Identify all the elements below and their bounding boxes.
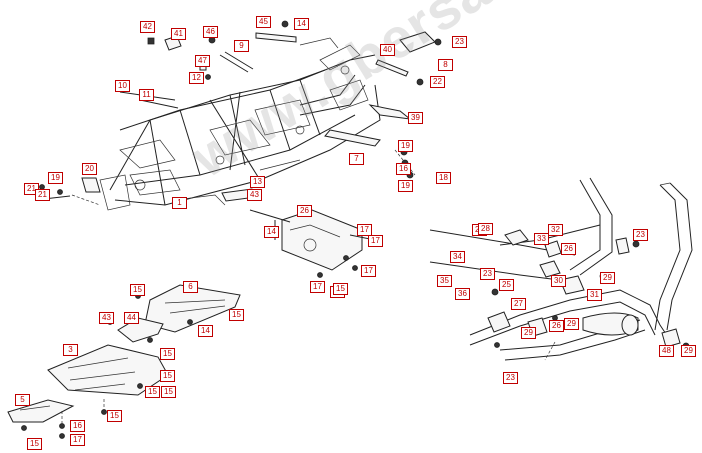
part-callout[interactable]: 17 [361,265,376,277]
part-callout[interactable]: 23 [633,229,648,241]
part-callout[interactable]: 21 [35,189,50,201]
part-callout[interactable]: 44 [124,312,139,324]
part-callout[interactable]: 42 [140,21,155,33]
part-callout[interactable]: 33 [534,233,549,245]
part-callout[interactable]: 36 [455,288,470,300]
engine-bracket [249,209,376,278]
part-callout[interactable]: 40 [380,44,395,56]
part-callout[interactable]: 46 [203,26,218,38]
part-callout[interactable]: 14 [264,226,279,238]
part-callout[interactable]: 15 [333,283,348,295]
part-callout[interactable]: 19 [48,172,63,184]
part-callout[interactable]: 28 [478,223,493,235]
part-callout[interactable]: 8 [438,59,453,71]
part-callout[interactable]: 15 [130,284,145,296]
part-callout[interactable]: 47 [195,55,210,67]
part-callout[interactable]: 15 [107,410,122,422]
part-callout[interactable]: 13 [250,176,265,188]
part-callout[interactable]: 35 [437,275,452,287]
part-callout[interactable]: 15 [160,370,175,382]
part-callout[interactable]: 5 [15,394,30,406]
part-callout[interactable]: 43 [247,189,262,201]
part-callout[interactable]: 23 [503,372,518,384]
part-callout[interactable]: 18 [436,172,451,184]
skid-plates [7,284,241,439]
part-callout[interactable]: 12 [189,72,204,84]
part-callout[interactable]: 26 [297,205,312,217]
part-callout[interactable]: 48 [659,345,674,357]
part-callout[interactable]: 20 [82,163,97,175]
part-callout[interactable]: 11 [139,89,154,101]
part-callout[interactable]: 29 [521,327,536,339]
part-callout[interactable]: 14 [198,325,213,337]
main-frame [99,37,381,211]
part-callout[interactable]: 26 [549,320,564,332]
swing-arm-assembly [429,177,693,361]
part-callout[interactable]: 23 [452,36,467,48]
part-callout[interactable]: 3 [63,344,78,356]
part-callout[interactable]: 30 [551,275,566,287]
part-callout[interactable]: 1 [172,197,187,209]
part-callout[interactable]: 22 [430,76,445,88]
part-callout[interactable]: 15 [27,438,42,450]
frame-small-parts [34,20,442,206]
part-callout[interactable]: 17 [368,235,383,247]
part-callout[interactable]: 25 [499,279,514,291]
part-callout[interactable]: 17 [70,434,85,446]
part-callout[interactable]: 15 [145,386,160,398]
part-callout[interactable]: 16 [396,163,411,175]
part-callout[interactable]: 6 [183,281,198,293]
part-callout[interactable]: 41 [171,28,186,40]
part-callout[interactable]: 17 [310,281,325,293]
part-callout[interactable]: 15 [161,386,176,398]
part-callout[interactable]: 32 [548,224,563,236]
part-callout[interactable]: 45 [256,16,271,28]
part-callout[interactable]: 39 [408,112,423,124]
part-callout[interactable]: 7 [349,153,364,165]
part-callout[interactable]: 16 [70,420,85,432]
part-callout[interactable]: 29 [600,272,615,284]
part-callout[interactable]: 10 [115,80,130,92]
part-callout[interactable]: 31 [587,289,602,301]
part-callout[interactable]: 19 [398,180,413,192]
part-callout[interactable]: 15 [229,309,244,321]
part-callout[interactable]: 17 [357,224,372,236]
part-callout[interactable]: 29 [681,345,696,357]
part-callout[interactable]: 14 [294,18,309,30]
part-callout[interactable]: 9 [234,40,249,52]
part-callout[interactable]: 19 [398,140,413,152]
part-callout[interactable]: 27 [511,298,526,310]
part-callout[interactable]: 26 [561,243,576,255]
part-callout[interactable]: 34 [450,251,465,263]
part-callout[interactable]: 23 [480,268,495,280]
part-callout[interactable]: 43 [99,312,114,324]
part-callout[interactable]: 29 [564,318,579,330]
part-callout[interactable]: 15 [160,348,175,360]
